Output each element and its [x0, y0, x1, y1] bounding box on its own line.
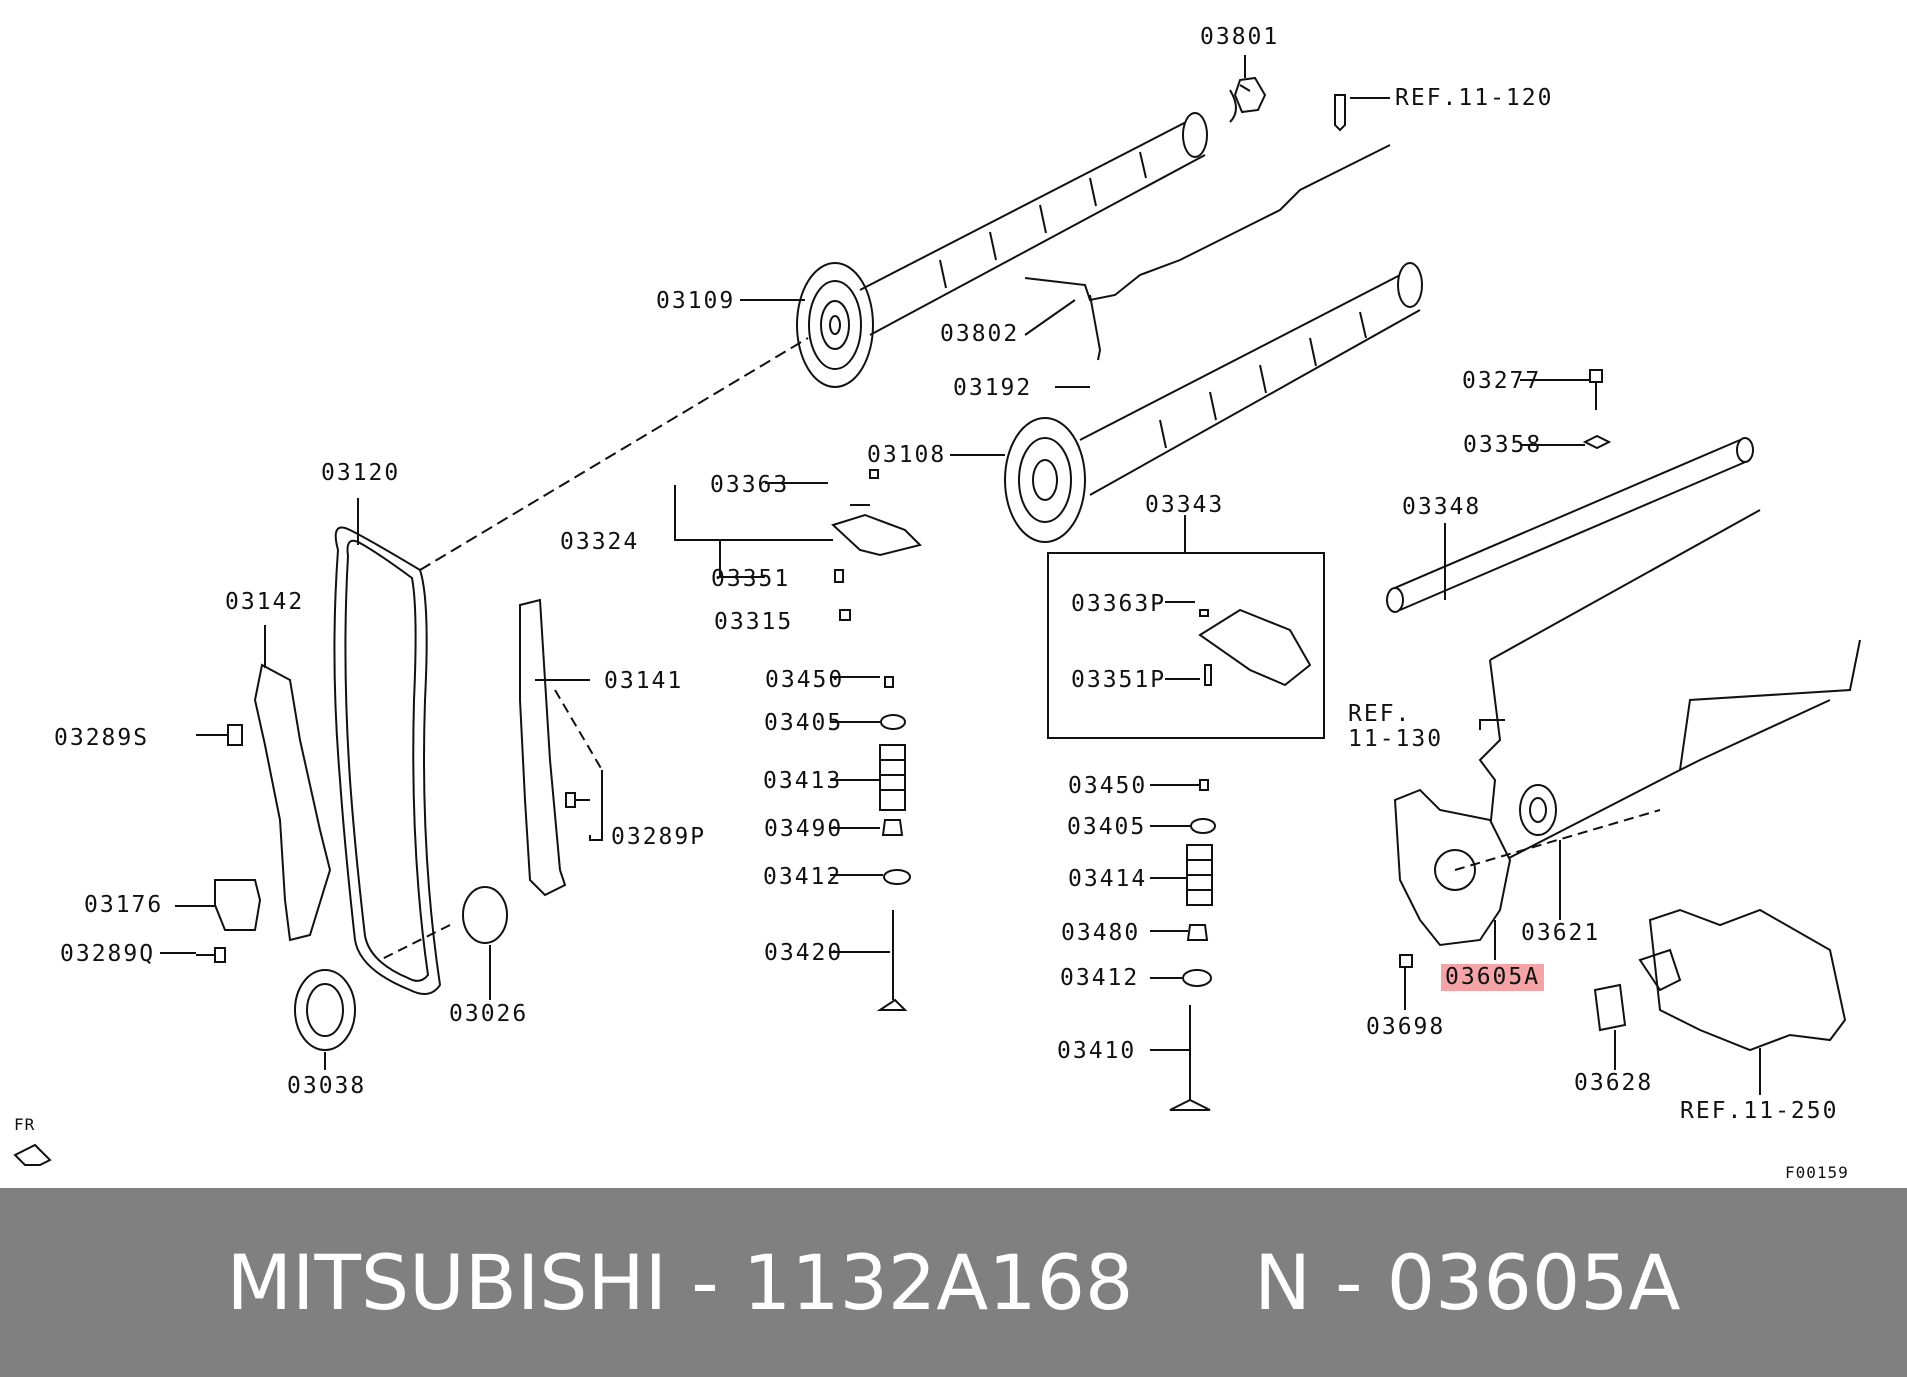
- part-label-03351: 03351: [711, 566, 791, 592]
- part-label-03348: 03348: [1402, 494, 1482, 520]
- part-label-03412-right: 03412: [1060, 965, 1140, 991]
- part-label-03141: 03141: [604, 668, 684, 694]
- part-label-03289Q: 03289Q: [60, 941, 156, 967]
- part-label-03315: 03315: [714, 609, 794, 635]
- part-label-03324: 03324: [560, 529, 640, 555]
- part-label-03192: 03192: [953, 375, 1033, 401]
- part-info-footer: MITSUBISHI - 1132A168 N - 03605A: [0, 1188, 1907, 1377]
- part-label-03038: 03038: [287, 1073, 367, 1099]
- position-code: 03605A: [1386, 1238, 1681, 1327]
- part-label-03450-right: 03450: [1068, 773, 1148, 799]
- part-label-03802: 03802: [940, 321, 1020, 347]
- diagram-drawing: [13, 55, 1861, 1166]
- brand-name: MITSUBISHI: [226, 1238, 668, 1327]
- part-label-03410: 03410: [1057, 1038, 1137, 1064]
- ref-label-11-130-line2: 11-130: [1348, 726, 1444, 752]
- part-label-03414: 03414: [1068, 866, 1148, 892]
- part-label-03605A-highlighted: 03605A: [1441, 964, 1545, 991]
- part-label-03289P: 03289P: [611, 824, 707, 850]
- part-label-03026: 03026: [449, 1001, 529, 1027]
- part-label-03450-left: 03450: [765, 667, 845, 693]
- part-label-03277: 03277: [1462, 368, 1542, 394]
- part-label-03420: 03420: [764, 940, 844, 966]
- part-label-03363P: 03363P: [1071, 591, 1167, 617]
- position-prefix: N: [1254, 1238, 1311, 1327]
- part-label-03490: 03490: [764, 816, 844, 842]
- part-label-03480: 03480: [1061, 920, 1141, 946]
- part-label-03351P: 03351P: [1071, 667, 1167, 693]
- part-label-03698: 03698: [1366, 1014, 1446, 1040]
- part-label-03363: 03363: [710, 472, 790, 498]
- camshaft-exhaust-drawing: [796, 84, 1251, 388]
- part-info-text: MITSUBISHI - 1132A168 N - 03605A: [0, 1188, 1907, 1377]
- footer-separator-1: -: [691, 1238, 719, 1327]
- part-number: 1132A168: [742, 1238, 1134, 1327]
- ref-label-11-130-line1: REF.: [1348, 701, 1412, 727]
- part-label-03120: 03120: [321, 460, 401, 486]
- part-label-03343: 03343: [1145, 492, 1225, 518]
- part-label-03413: 03413: [763, 768, 843, 794]
- part-label-03109: 03109: [656, 288, 736, 314]
- part-label-03358: 03358: [1463, 432, 1543, 458]
- ref-label-11-250: REF.11-250: [1680, 1098, 1839, 1124]
- part-label-03801: 03801: [1200, 24, 1280, 50]
- part-label-03621: 03621: [1521, 920, 1601, 946]
- camshaft-intake-drawing: [1004, 262, 1423, 543]
- part-label-03405-left: 03405: [764, 710, 844, 736]
- part-label-03108: 03108: [867, 442, 947, 468]
- figure-code: F00159: [1785, 1163, 1849, 1182]
- part-label-03412-left: 03412: [763, 864, 843, 890]
- ref-label-11-120: REF.11-120: [1395, 85, 1554, 111]
- part-label-03289S: 03289S: [54, 725, 150, 751]
- part-label-03628: 03628: [1574, 1070, 1654, 1096]
- parts-diagram: 03801 REF.11-120 03109 03802 03192 03277…: [13, 24, 1861, 1182]
- direction-marker-fr: FR: [14, 1115, 36, 1134]
- part-label-03142: 03142: [225, 589, 305, 615]
- part-label-03405-right: 03405: [1067, 814, 1147, 840]
- part-label-03176: 03176: [84, 892, 164, 918]
- footer-separator-2: -: [1335, 1238, 1363, 1327]
